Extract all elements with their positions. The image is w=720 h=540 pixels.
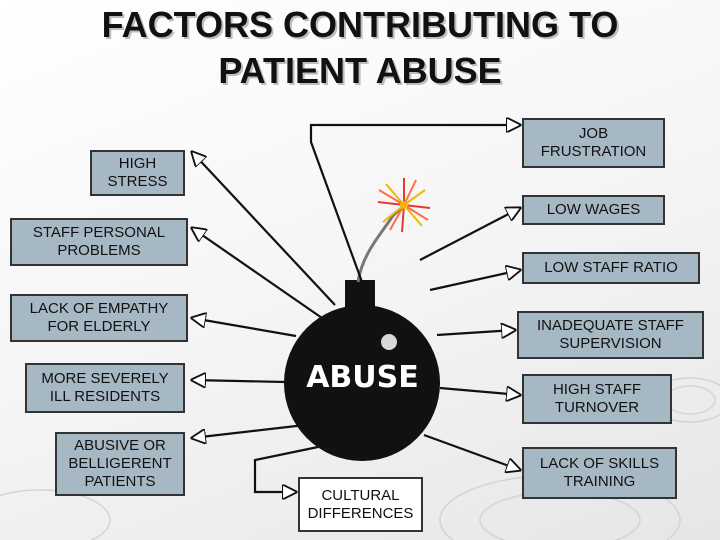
arrow-lack-of-empathy xyxy=(192,318,297,338)
factor-text: MORE SEVERELY xyxy=(41,370,169,387)
factor-text: PROBLEMS xyxy=(57,242,141,259)
connector-arrows xyxy=(192,125,520,492)
factor-text: TRAINING xyxy=(563,473,636,490)
factor-text: PATIENTS xyxy=(84,473,156,490)
factor-text: FRUSTRATION xyxy=(540,143,647,160)
factor-text: DIFFERENCES xyxy=(307,504,414,522)
factor-staff-personal-problems: STAFF PERSONAL PROBLEMS xyxy=(10,218,188,266)
arrow-more-severely-ill xyxy=(192,380,286,382)
arrow-inadequate-supervision xyxy=(436,330,515,335)
factor-low-staff-ratio: LOW STAFF RATIO xyxy=(522,252,700,284)
factor-inadequate-supervision: INADEQUATE STAFF SUPERVISION xyxy=(517,311,704,359)
arrow-abusive-patients xyxy=(192,423,306,438)
factor-text: BELLIGERENT xyxy=(68,455,172,472)
arrow-low-staff-ratio xyxy=(429,270,520,292)
factor-text: LACK OF SKILLS xyxy=(539,455,660,472)
factor-text: LACK OF EMPATHY xyxy=(29,300,169,317)
arrow-lack-of-skills-training xyxy=(423,433,520,470)
arrow-job-frustration xyxy=(309,125,520,283)
factor-low-wages: LOW WAGES xyxy=(522,195,665,225)
factor-high-stress: HIGH STRESS xyxy=(90,150,185,196)
factor-text: ILL RESIDENTS xyxy=(49,388,161,405)
factor-high-staff-turnover: HIGH STAFF TURNOVER xyxy=(522,374,672,424)
factor-lack-of-skills-training: LACK OF SKILLS TRAINING xyxy=(522,447,677,499)
factor-text: STRESS xyxy=(107,173,168,190)
factor-more-severely-ill: MORE SEVERELY ILL RESIDENTS xyxy=(25,363,185,413)
arrow-staff-personal-problems xyxy=(192,228,323,319)
factor-abusive-patients: ABUSIVE OR BELLIGERENT PATIENTS xyxy=(55,432,185,496)
bomb-graphic xyxy=(284,178,440,461)
factor-text: STAFF PERSONAL xyxy=(32,224,166,241)
bomb-body xyxy=(284,305,440,461)
factor-text: LOW STAFF RATIO xyxy=(544,259,678,276)
bomb-highlight xyxy=(381,334,397,350)
arrow-cultural-differences xyxy=(253,445,319,492)
page-title: FACTORS CONTRIBUTING TO PATIENT ABUSE xyxy=(0,2,720,94)
arrow-high-staff-turnover xyxy=(439,388,520,395)
factor-text: HIGH STAFF xyxy=(552,381,642,398)
factor-text: INADEQUATE STAFF xyxy=(537,317,684,334)
factor-job-frustration: JOB FRUSTRATION xyxy=(522,118,665,168)
factor-text: JOB xyxy=(578,125,609,142)
center-abuse-label: ABUSE xyxy=(306,360,419,395)
factor-lack-of-empathy: LACK OF EMPATHY FOR ELDERLY xyxy=(10,294,188,342)
spark-icon xyxy=(377,178,431,233)
factor-text: SUPERVISION xyxy=(559,335,662,352)
factor-text: TURNOVER xyxy=(554,399,640,416)
factor-text: ABUSIVE OR xyxy=(74,437,166,454)
factor-text: LOW WAGES xyxy=(546,201,641,218)
factor-text: CULTURAL xyxy=(321,486,400,504)
factor-text: FOR ELDERLY xyxy=(47,318,151,335)
title-line-2: PATIENT ABUSE xyxy=(218,50,502,91)
arrow-high-stress xyxy=(192,152,336,306)
arrow-low-wages xyxy=(419,208,520,261)
factor-cultural-differences: CULTURAL DIFFERENCES xyxy=(298,477,423,532)
factor-text: HIGH xyxy=(118,155,157,172)
title-line-1: FACTORS CONTRIBUTING TO xyxy=(101,4,619,45)
